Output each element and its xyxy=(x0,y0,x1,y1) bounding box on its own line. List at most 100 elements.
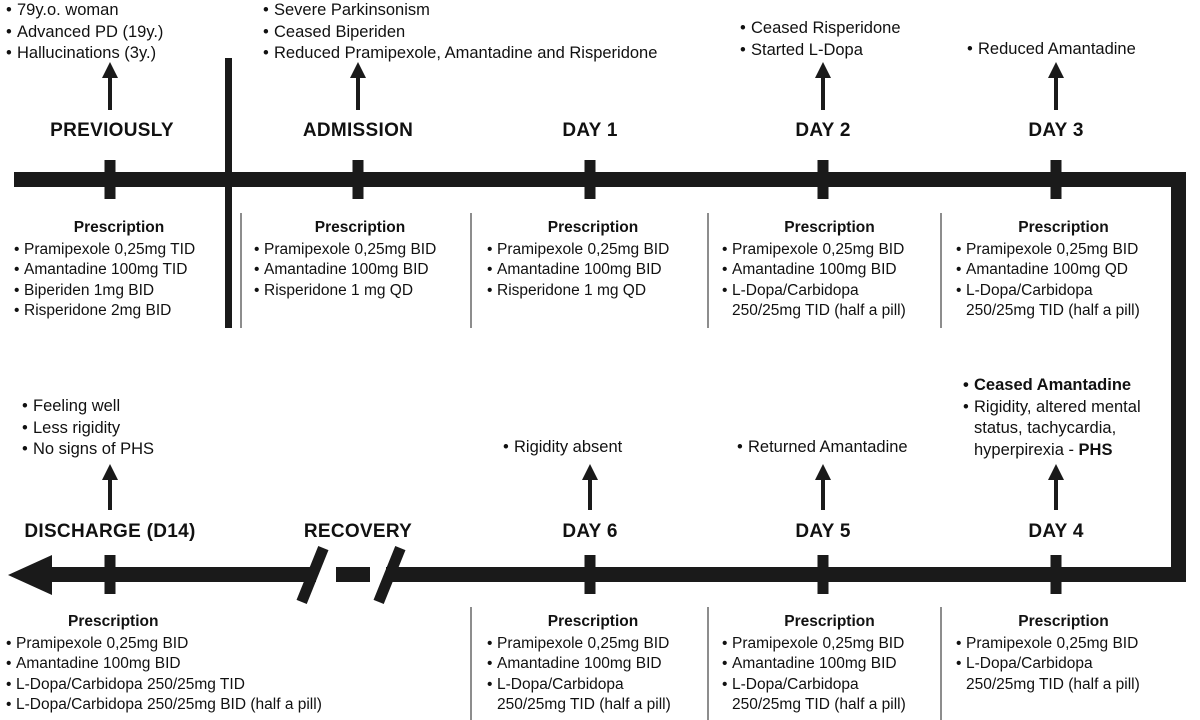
arrow-previously-icon xyxy=(101,62,119,115)
arrow-day3-icon xyxy=(1047,62,1065,115)
event-item: Feeling well xyxy=(22,396,154,418)
arrow-day4-icon xyxy=(1047,464,1065,515)
event-item: Rigidity, altered mental xyxy=(963,397,1141,419)
prescription-separator xyxy=(940,607,942,720)
event-item: Severe Parkinsonism xyxy=(263,0,657,22)
prescription-item: Pramipexole 0,25mg TID xyxy=(14,240,224,261)
prescription-title: Prescription xyxy=(547,613,639,630)
stage-label-admission: ADMISSION xyxy=(302,120,414,141)
prescription-day3: Prescription Pramipexole 0,25mg BID Aman… xyxy=(956,218,1171,322)
prescription-item-continuation: 250/25mg TID (half a pill) xyxy=(966,675,1140,693)
arrow-day2-icon xyxy=(814,62,832,115)
prescription-item: Risperidone 1 mg QD xyxy=(254,281,466,302)
stage-label-day6: DAY 6 xyxy=(562,521,618,542)
prescription-title: Prescription xyxy=(1018,613,1109,630)
arrow-day6-icon xyxy=(581,464,599,515)
events-admission: Severe Parkinsonism Ceased Biperiden Red… xyxy=(263,0,657,65)
prescription-item: Amantadine 100mg BID xyxy=(254,260,466,281)
prescription-day6: Prescription Pramipexole 0,25mg BID Aman… xyxy=(487,612,699,716)
prescription-separator xyxy=(707,607,709,720)
arrow-admission-icon xyxy=(349,62,367,115)
event-item: Reduced Amantadine xyxy=(967,39,1136,61)
prescription-item: L-Dopa/Carbidopa xyxy=(956,281,1171,302)
prescription-item-continuation: 250/25mg TID (half a pill) xyxy=(497,696,671,713)
events-day2: Ceased Risperidone Started L-Dopa xyxy=(740,18,901,61)
prescription-item: L-Dopa/Carbidopa 250/25mg BID (half a pi… xyxy=(6,695,466,716)
event-item: 79y.o. woman xyxy=(6,0,163,22)
stage-label-day5: DAY 5 xyxy=(795,521,851,542)
prescription-title: Prescription xyxy=(784,219,875,236)
event-item: No signs of PHS xyxy=(22,439,154,461)
prescription-item: Amantadine 100mg TID xyxy=(14,260,224,281)
prescription-item: Pramipexole 0,25mg BID xyxy=(722,634,937,655)
event-item-continuation: status, tachycardia, xyxy=(974,419,1117,437)
prescription-title: Prescription xyxy=(547,219,639,236)
prescription-item: Risperidone 1 mg QD xyxy=(487,281,699,302)
prescription-item-continuation: 250/25mg TID (half a pill) xyxy=(732,696,906,713)
event-item-highlighted: Ceased Amantadine xyxy=(963,375,1141,397)
prescription-separator xyxy=(470,607,472,720)
tick-day3 xyxy=(1050,160,1062,199)
prescription-item: Biperiden 1mg BID xyxy=(14,281,224,302)
prescription-item: L-Dopa/Carbidopa 250/25mg TID xyxy=(6,675,466,696)
event-item: Hallucinations (3y.) xyxy=(6,43,163,65)
tick-day4 xyxy=(1050,555,1062,594)
prescription-title: Prescription xyxy=(784,613,875,630)
prescription-admission: Prescription Pramipexole 0,25mg BID Aman… xyxy=(254,218,466,301)
prescription-item: L-Dopa/Carbidopa xyxy=(722,281,937,302)
stage-label-day4: DAY 4 xyxy=(1028,521,1084,542)
prescription-day1: Prescription Pramipexole 0,25mg BID Aman… xyxy=(487,218,699,301)
prescription-item-continuation: 250/25mg TID (half a pill) xyxy=(732,302,906,319)
stage-label-recovery: RECOVERY xyxy=(303,521,413,542)
event-text-bold: PHS xyxy=(1078,440,1113,459)
prescription-item: L-Dopa/Carbidopa xyxy=(956,654,1171,675)
stage-label-discharge: DISCHARGE (D14) xyxy=(24,521,196,542)
event-item: Rigidity absent xyxy=(503,437,622,459)
arrow-day5-icon xyxy=(814,464,832,515)
timeline-axis-top xyxy=(14,172,1186,187)
prescription-separator xyxy=(940,213,942,328)
prescription-item: Pramipexole 0,25mg BID xyxy=(254,240,466,261)
prescription-item: L-Dopa/Carbidopa xyxy=(487,675,699,696)
prescription-title: Prescription xyxy=(314,219,406,236)
event-item: Ceased Biperiden xyxy=(263,22,657,44)
prescription-item: Amantadine 100mg BID xyxy=(722,654,937,675)
prescription-item: Pramipexole 0,25mg BID xyxy=(487,634,699,655)
timeline-axis-bottom xyxy=(45,567,1186,582)
prescription-item: Pramipexole 0,25mg BID xyxy=(956,634,1171,655)
event-item: Less rigidity xyxy=(22,418,154,440)
prescription-item: Amantadine 100mg QD xyxy=(956,260,1171,281)
prescription-item: Amantadine 100mg BID xyxy=(6,654,466,675)
tick-discharge xyxy=(104,555,116,594)
prescription-item: L-Dopa/Carbidopa xyxy=(722,675,937,696)
prescription-separator xyxy=(240,213,242,328)
tick-previously xyxy=(104,160,116,199)
prescription-item: Risperidone 2mg BID xyxy=(14,301,224,322)
events-discharge: Feeling well Less rigidity No signs of P… xyxy=(22,396,154,461)
timeline-arrowhead-left-icon xyxy=(8,555,56,600)
tick-day5 xyxy=(817,555,829,594)
tick-day6 xyxy=(584,555,596,594)
event-item: Returned Amantadine xyxy=(737,437,908,459)
axis-break-gap xyxy=(316,566,336,583)
events-previously: 79y.o. woman Advanced PD (19y.) Hallucin… xyxy=(6,0,163,65)
prescription-item: Pramipexole 0,25mg BID xyxy=(956,240,1171,261)
stage-label-day2: DAY 2 xyxy=(795,120,851,141)
prescription-item: Pramipexole 0,25mg BID xyxy=(722,240,937,261)
prescription-separator xyxy=(470,213,472,328)
tick-day2 xyxy=(817,160,829,199)
events-day3: Reduced Amantadine xyxy=(967,39,1136,61)
prescription-discharge: Prescription Pramipexole 0,25mg BID Aman… xyxy=(6,612,466,716)
prescription-item: Amantadine 100mg BID xyxy=(722,260,937,281)
arrow-discharge-icon xyxy=(101,464,119,515)
tick-admission xyxy=(352,160,364,199)
prescription-item-continuation: 250/25mg TID (half a pill) xyxy=(966,302,1140,319)
prescription-separator xyxy=(707,213,709,328)
event-item-continuation: hyperpirexia - PHS xyxy=(963,440,1141,462)
prescription-title: Prescription xyxy=(1018,219,1109,236)
event-item: Advanced PD (19y.) xyxy=(6,22,163,44)
event-item: Ceased Risperidone xyxy=(740,18,901,40)
prescription-item: Amantadine 100mg BID xyxy=(487,654,699,675)
stage-label-day1: DAY 1 xyxy=(562,120,618,141)
